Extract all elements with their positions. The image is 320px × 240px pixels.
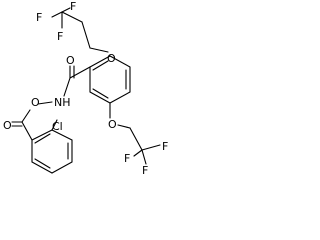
nh-label: NH — [54, 96, 71, 109]
oxygen-label: O — [108, 118, 117, 131]
top-trifluoroethoxy-bonds — [51, 7, 109, 53]
structure-drawing: F F F O O O NH O Cl O F F F — [3, 0, 168, 177]
fluorine-label: F — [162, 140, 168, 153]
fluorine-label: F — [142, 164, 148, 177]
fluorine-label: F — [124, 152, 130, 165]
fluorine-label: F — [70, 0, 76, 13]
ester-bonds — [11, 109, 33, 141]
oxygen-label: O — [3, 119, 12, 132]
oxygen-label: O — [107, 52, 116, 65]
amide-linkage-bonds — [37, 65, 91, 105]
fluorine-label: F — [36, 11, 42, 24]
bottom-trifluoroethoxy-bonds — [109, 102, 161, 165]
oxygen-label: O — [31, 96, 40, 109]
lower-benzene-ring — [31, 119, 73, 174]
molecule-structure: F F F O O O NH O Cl O F F F — [0, 0, 175, 177]
upper-benzene-ring — [89, 55, 131, 104]
chlorine-label: Cl — [52, 120, 63, 133]
oxygen-label: O — [66, 54, 75, 67]
fluorine-label: F — [57, 30, 63, 43]
